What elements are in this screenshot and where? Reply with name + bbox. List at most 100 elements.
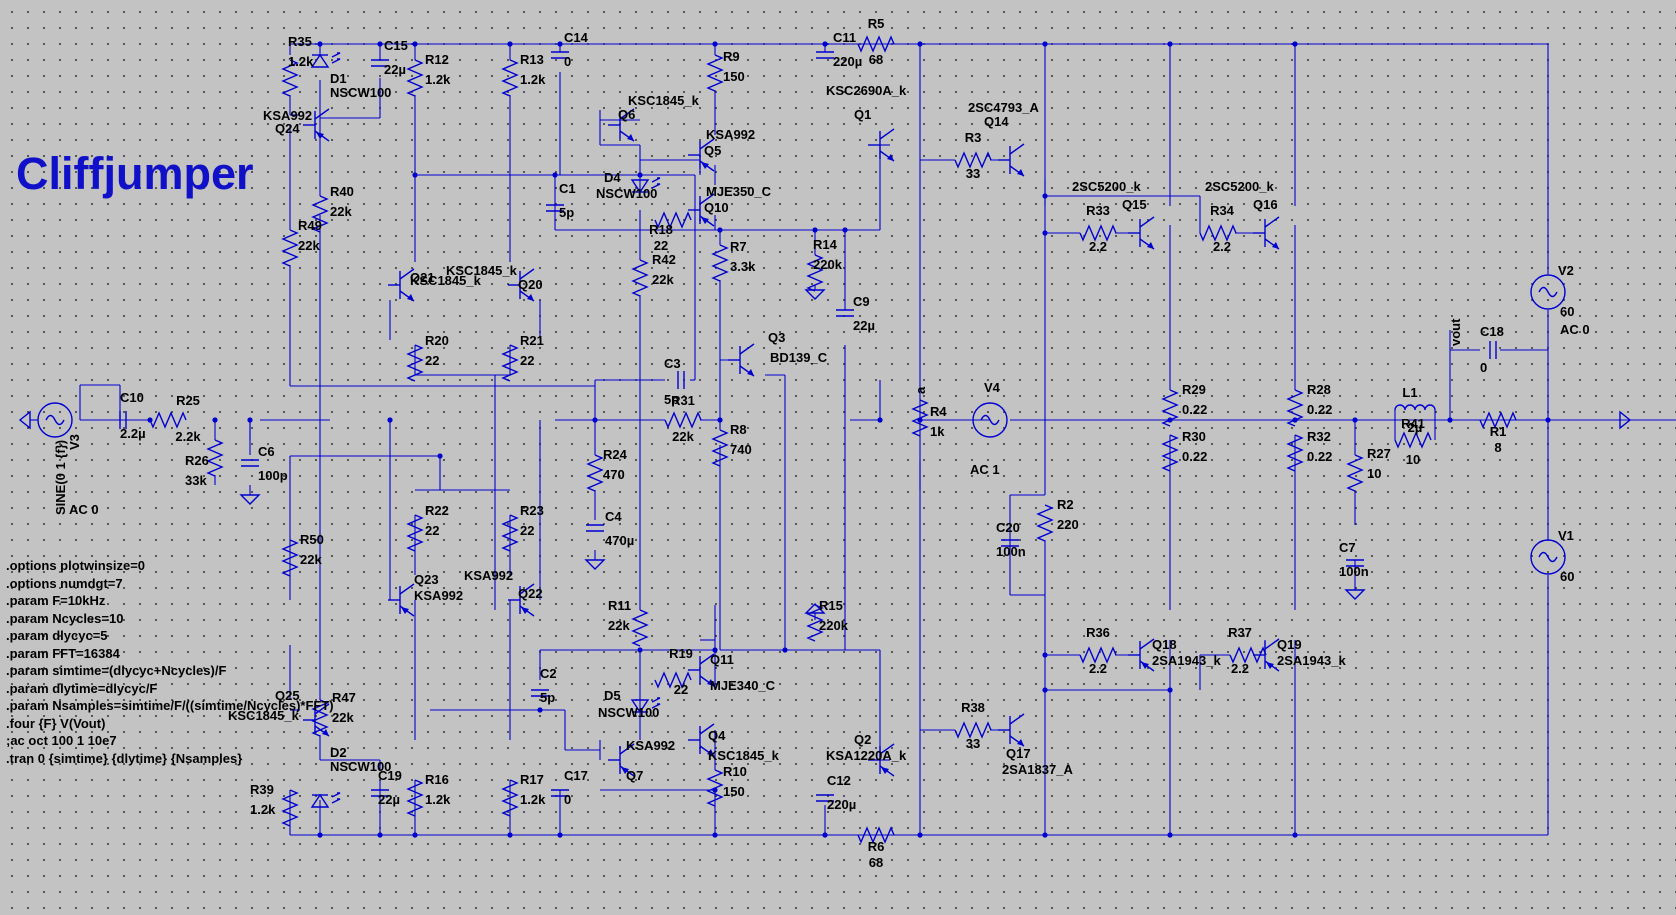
transistor-q22[interactable]	[508, 583, 535, 617]
resistor-r2[interactable]	[1036, 504, 1054, 542]
inductor-l1[interactable]	[1394, 404, 1436, 411]
resistor-r28[interactable]	[1286, 389, 1304, 427]
capacitor-c3[interactable]	[677, 371, 685, 389]
capacitor-c15[interactable]	[371, 59, 389, 67]
voltage-source-v4[interactable]	[972, 402, 1008, 438]
led-d2[interactable]	[310, 792, 341, 808]
transistor-q19[interactable]	[1253, 638, 1280, 672]
transistor-q4[interactable]	[688, 723, 715, 757]
resistor-r25[interactable]	[149, 411, 187, 429]
transistor-q15[interactable]	[1128, 216, 1155, 250]
resistor-r14[interactable]	[806, 254, 824, 292]
resistor-r42[interactable]	[631, 259, 649, 297]
resistor-r12[interactable]	[406, 59, 424, 97]
transistor-q6[interactable]	[608, 108, 635, 142]
resistor-r24[interactable]	[586, 454, 604, 492]
resistor-r16[interactable]	[406, 779, 424, 817]
resistor-value: 150	[723, 69, 745, 84]
resistor-r13[interactable]	[501, 59, 519, 97]
transistor-q14[interactable]	[998, 143, 1025, 177]
capacitor-c4[interactable]	[586, 524, 604, 532]
resistor-r33[interactable]	[1079, 224, 1117, 242]
transistor-q25[interactable]	[303, 703, 330, 737]
resistor-r35[interactable]	[281, 59, 299, 97]
capacitor-c18[interactable]	[1489, 341, 1497, 359]
resistor-r11[interactable]	[631, 609, 649, 647]
resistor-r27[interactable]	[1346, 454, 1364, 492]
resistor-r20[interactable]	[406, 344, 424, 382]
capacitor-c9[interactable]	[836, 309, 854, 317]
resistor-r10[interactable]	[706, 769, 724, 807]
transistor-ref: Q20	[518, 277, 543, 292]
resistor-r21[interactable]	[501, 344, 519, 382]
resistor-r17[interactable]	[501, 779, 519, 817]
resistor-value: 22	[425, 353, 439, 368]
resistor-r31[interactable]	[664, 411, 702, 429]
capacitor-value: 5p	[559, 205, 574, 220]
led-d4[interactable]	[630, 177, 661, 194]
junction-dot	[1042, 652, 1048, 658]
transistor-q2[interactable]	[868, 743, 895, 777]
capacitor-c10[interactable]	[119, 411, 127, 429]
transistor-q20[interactable]	[508, 268, 535, 302]
resistor-r22[interactable]	[406, 514, 424, 552]
voltage-source-v3[interactable]	[37, 402, 73, 438]
resistor-r40[interactable]	[311, 195, 329, 233]
resistor-r7[interactable]	[711, 244, 729, 282]
resistor-r6[interactable]	[857, 826, 895, 844]
capacitor-c11[interactable]	[816, 51, 834, 59]
led-d5[interactable]	[630, 697, 661, 714]
resistor-r18[interactable]	[654, 211, 692, 229]
transistor-q10[interactable]	[688, 193, 715, 227]
resistor-r50[interactable]	[281, 539, 299, 577]
resistor-r19[interactable]	[654, 671, 692, 689]
resistor-r39[interactable]	[281, 789, 299, 827]
resistor-r32[interactable]	[1286, 434, 1304, 472]
resistor-r4[interactable]	[911, 399, 929, 437]
capacitor-c1[interactable]	[546, 204, 564, 212]
transistor-q21[interactable]	[388, 268, 415, 302]
capacitor-c19[interactable]	[371, 789, 389, 797]
resistor-value: 68	[869, 52, 883, 67]
transistor-q5[interactable]	[688, 138, 715, 172]
transistor-q18[interactable]	[1128, 638, 1155, 672]
resistor-r36[interactable]	[1079, 646, 1117, 664]
resistor-r1[interactable]	[1479, 411, 1517, 429]
transistor-q24[interactable]	[303, 108, 330, 142]
junction-dot	[1042, 193, 1048, 199]
capacitor-c20[interactable]	[1001, 539, 1019, 547]
resistor-r37[interactable]	[1229, 646, 1267, 664]
voltage-source-v2[interactable]	[1530, 274, 1566, 310]
resistor-r34[interactable]	[1199, 224, 1237, 242]
resistor-r23[interactable]	[501, 514, 519, 552]
capacitor-c7[interactable]	[1346, 559, 1364, 567]
transistor-q7[interactable]	[608, 743, 635, 777]
resistor-value: 22k	[608, 618, 630, 633]
transistor-q17[interactable]	[998, 713, 1025, 747]
capacitor-c6[interactable]	[241, 459, 259, 467]
capacitor-c2[interactable]	[531, 689, 549, 697]
capacitor-c12[interactable]	[816, 794, 834, 802]
transistor-q1[interactable]	[868, 128, 895, 162]
transistor-q11[interactable]	[688, 653, 715, 687]
led-d1[interactable]	[310, 52, 341, 68]
transistor-q3[interactable]	[728, 343, 755, 377]
resistor-r9[interactable]	[706, 54, 724, 92]
resistor-r38[interactable]	[954, 721, 992, 739]
resistor-r26[interactable]	[206, 439, 224, 477]
resistor-r8[interactable]	[711, 429, 729, 467]
transistor-q16[interactable]	[1253, 216, 1280, 250]
capacitor-c14[interactable]	[551, 51, 569, 59]
resistor-r30[interactable]	[1161, 434, 1179, 472]
resistor-r29[interactable]	[1161, 389, 1179, 427]
resistor-symbol	[406, 344, 424, 382]
capacitor-c17[interactable]	[551, 789, 569, 797]
voltage-source-v1[interactable]	[1530, 539, 1566, 575]
resistor-r5[interactable]	[857, 35, 895, 53]
resistor-r49[interactable]	[281, 229, 299, 267]
resistor-ref: R21	[520, 333, 544, 348]
resistor-r41[interactable]	[1394, 431, 1432, 449]
transistor-q23[interactable]	[388, 583, 415, 617]
resistor-r3[interactable]	[954, 151, 992, 169]
